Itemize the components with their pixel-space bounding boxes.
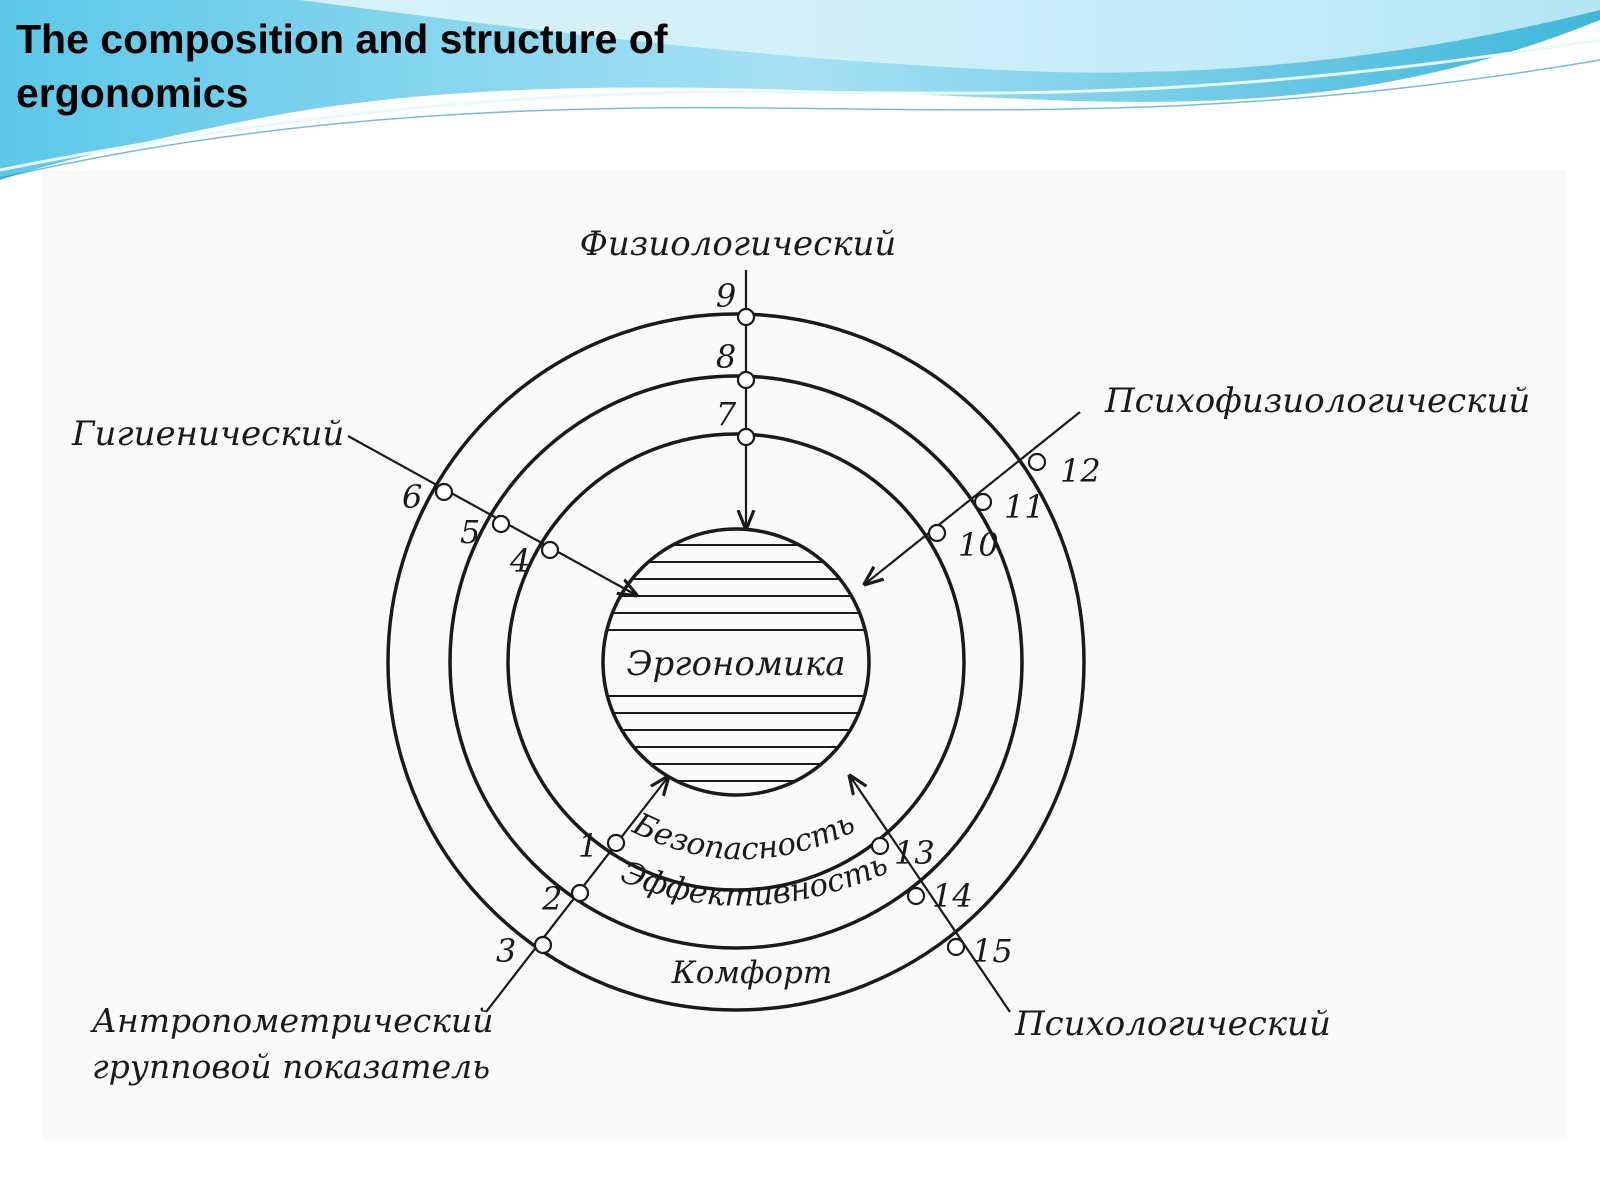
node-4 [540,540,560,560]
node-number-6: 6 [402,478,422,516]
node-number-7: 7 [716,395,737,433]
hygienic-line [347,435,636,595]
factor-label-anthropometric-line2: групповой показатель [92,1047,490,1086]
factor-label-physiological: Физиологический [580,224,897,264]
node-number-12: 12 [1060,452,1101,490]
node-number-5: 5 [460,513,480,551]
middle-ring-outer-edge [448,374,1024,950]
node-number-3: 3 [496,932,516,970]
ergonomics-core-label: Эргономика [627,644,846,684]
outer-ring-outer-edge [386,312,1086,1012]
node-number-11: 11 [1004,488,1045,526]
node-number-8: 8 [716,338,736,376]
node-8 [736,370,756,390]
node-5 [491,514,511,534]
slide-title: The composition and structure of ergonom… [16,16,668,116]
factor-label-psychophysiological: Психофизиологический [1104,381,1530,421]
psychological-line [850,776,1011,1013]
node-6 [434,482,454,502]
node-2 [570,883,590,903]
node-7 [736,427,756,447]
node-9 [736,307,756,327]
factor-label-psychological: Психологический [1014,1004,1331,1044]
factor-label-anthropometric-line1: Антропометрический [90,1001,493,1040]
node-number-10: 10 [958,526,999,564]
node-3 [533,935,553,955]
node-number-1: 1 [578,827,598,865]
factor-label-hygienic: Гигиенический [71,414,344,454]
node-number-15: 15 [972,932,1013,970]
node-number-9: 9 [716,277,736,315]
middle-ring-inner-edge [506,432,966,892]
node-1 [606,833,626,853]
psychophysiological-line [865,411,1081,584]
node-12 [1027,452,1047,472]
node-14 [906,886,926,906]
node-11 [973,492,993,512]
node-10 [927,523,947,543]
node-number-14: 14 [932,877,973,915]
node-number-13: 13 [894,834,935,872]
header-wave-decoration [0,0,1600,180]
ring-label-comfort: Комфорт [671,955,833,991]
node-number-2: 2 [541,880,562,918]
node-number-4: 4 [509,542,530,580]
node-13 [870,836,890,856]
node-15 [946,937,966,957]
